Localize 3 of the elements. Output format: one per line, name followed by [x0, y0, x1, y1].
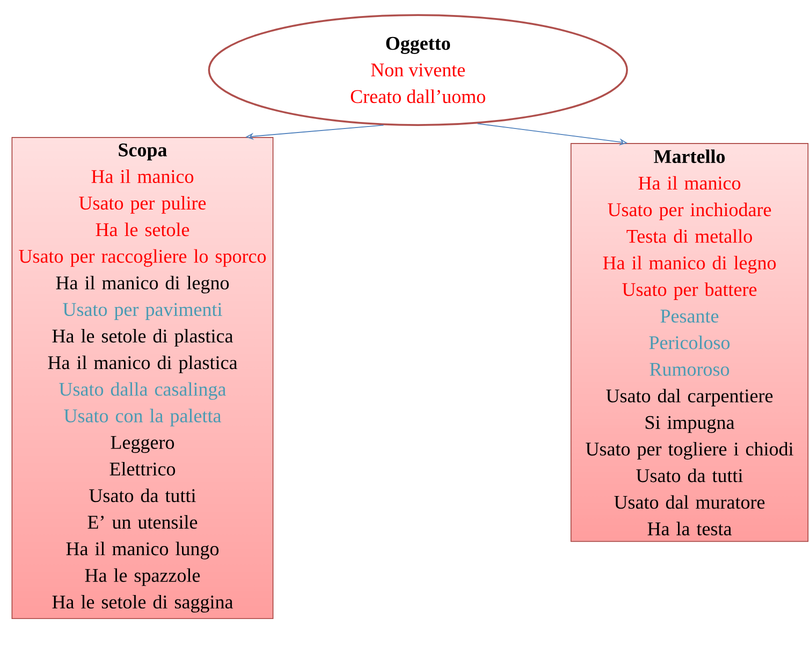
list-box: Scopa Ha il manico Usato per pulire Ha le setole Usato per raccogliere lo sporco Ha il manico di legno Usato per pavimenti Ha le setole di plastica Ha il manico di plastica Usato dalla casalinga Usato con la paletta Leggero Elettrico Usato da tutti E’ un utensile Ha il manico lungo Ha le spazzole Ha le setole di saggina [12, 137, 274, 619]
ellipse-node: Oggetto Non vivente Creato dall’uomo [208, 14, 628, 126]
list-box: Martello Ha il manico Usato per inchiodare Testa di metallo Ha il manico di legno Usato per battere Pesante Pericoloso Rumoroso Usato dal carpentiere Si impugna Usato per togliere i chiodi Usato da tutti Usato dal muratore Ha la testa [570, 143, 808, 542]
